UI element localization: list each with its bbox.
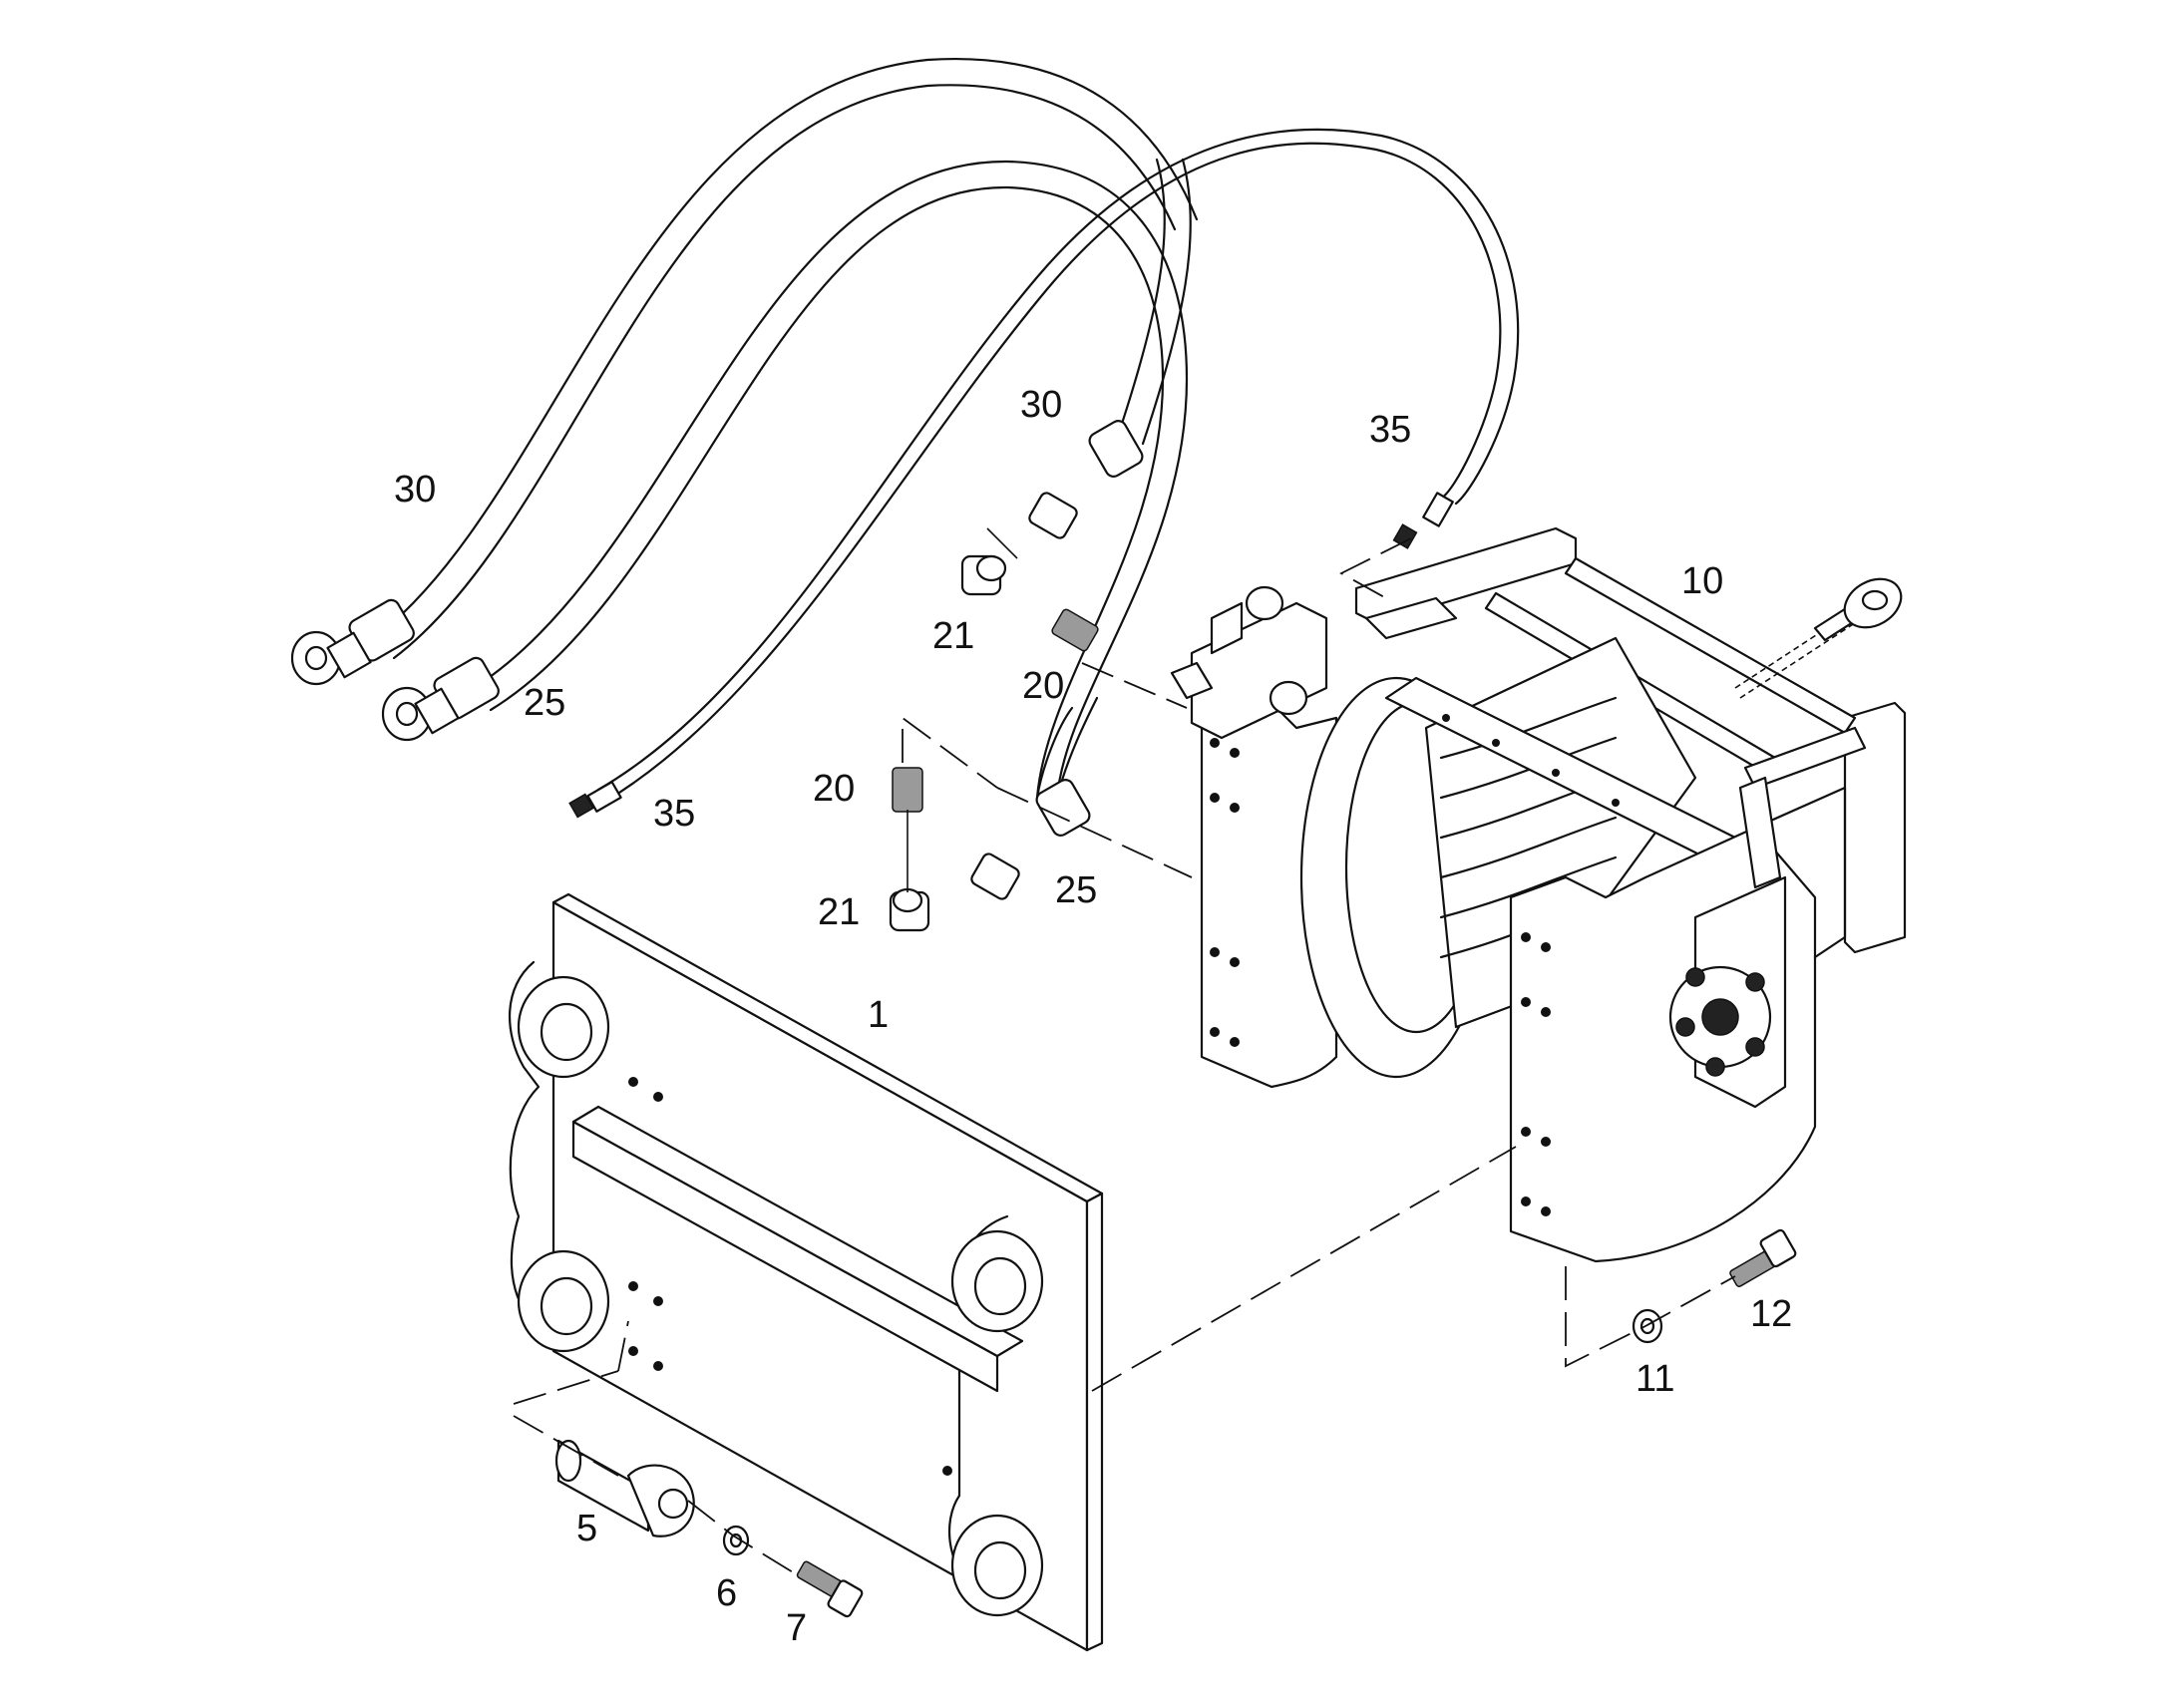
assembly-line-bolt12 bbox=[1565, 1266, 1736, 1368]
callout-12: 12 bbox=[1750, 1293, 1792, 1335]
assembly-line-pin bbox=[617, 1320, 629, 1372]
callout-1: 1 bbox=[868, 994, 889, 1036]
bolt-7 bbox=[796, 1560, 864, 1618]
hose-end-25-left bbox=[381, 656, 500, 742]
elbow-fitting-21-lower bbox=[889, 887, 930, 932]
hose-end-35-left bbox=[568, 781, 622, 819]
callout-6: 6 bbox=[716, 1572, 737, 1614]
hose-end-25-right bbox=[970, 779, 1091, 900]
callout-20-lower: 20 bbox=[813, 768, 855, 810]
callout-35-right: 35 bbox=[1369, 409, 1411, 451]
hose-end-30-left bbox=[290, 598, 415, 686]
assembly-line-bolt7 bbox=[687, 1500, 799, 1576]
adapter-fitting-20-lower bbox=[892, 767, 923, 813]
assembly-line-pin bbox=[513, 1370, 619, 1405]
bolt-12 bbox=[1729, 1228, 1797, 1287]
assembly-line-fitting bbox=[902, 716, 998, 789]
adapter-fitting-20-upper bbox=[1051, 608, 1099, 652]
callout-25-left: 25 bbox=[524, 682, 565, 724]
hose-35-long bbox=[596, 128, 1520, 805]
callout-25-lower: 25 bbox=[1055, 869, 1097, 911]
hose-25-left bbox=[472, 160, 1189, 800]
assembly-line-plate-winch bbox=[1091, 1146, 1517, 1392]
callout-21-upper: 21 bbox=[932, 615, 974, 657]
hose-end-35-right bbox=[1392, 492, 1454, 549]
washer-11 bbox=[1632, 1308, 1663, 1344]
hose-30-left bbox=[372, 57, 1199, 660]
callout-30-left: 30 bbox=[394, 469, 436, 511]
winch-assembly bbox=[1170, 526, 1907, 1263]
callout-35-left: 35 bbox=[653, 793, 695, 835]
assembly-line-hose35 bbox=[1339, 537, 1412, 599]
fitting-centerline bbox=[986, 527, 1018, 559]
callout-10: 10 bbox=[1681, 560, 1723, 602]
callout-30-right: 30 bbox=[1020, 384, 1062, 426]
callout-20-upper: 20 bbox=[1022, 665, 1064, 707]
hose-end-30-right bbox=[1028, 420, 1144, 539]
callout-7: 7 bbox=[786, 1607, 807, 1649]
callout-5: 5 bbox=[576, 1508, 597, 1549]
elbow-fitting-21-upper bbox=[960, 554, 1007, 596]
callout-11: 11 bbox=[1635, 1358, 1674, 1400]
callout-21-lower: 21 bbox=[818, 891, 860, 933]
assembly-line-fitting bbox=[1081, 662, 1188, 709]
assembly-line-fitting bbox=[996, 787, 1193, 878]
mounting-plate bbox=[509, 892, 1104, 1652]
assembly-line-pin bbox=[513, 1415, 619, 1477]
